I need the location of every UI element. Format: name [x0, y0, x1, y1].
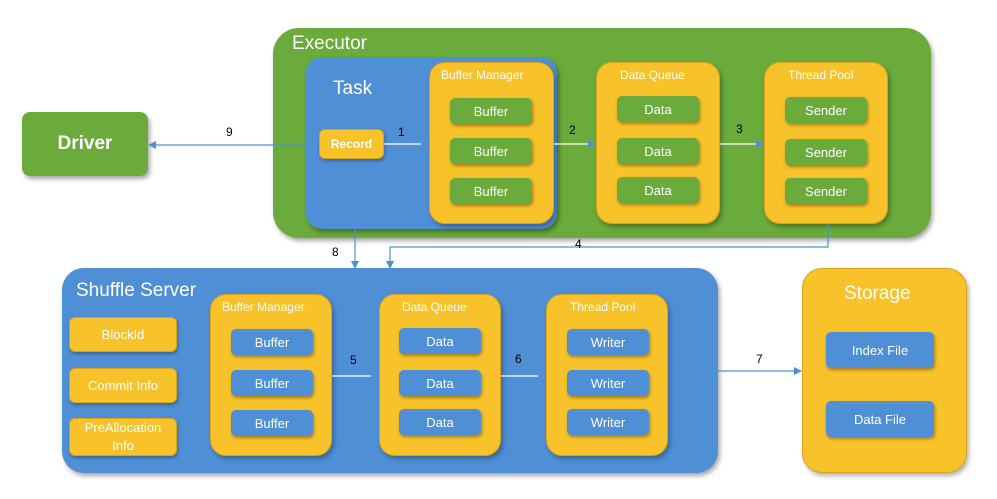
executor-buffer-item: Buffer [450, 98, 532, 124]
index-file-box: Index File [826, 332, 934, 368]
driver-label: Driver [57, 133, 113, 154]
shuffle-buffer-manager-title: Buffer Manager [222, 300, 305, 314]
driver-box: Driver [22, 112, 148, 176]
shuffle-buffer-item: Buffer [231, 410, 313, 436]
executor-data-item: Data [617, 138, 699, 164]
blockid-box: BlockId [69, 317, 177, 352]
shuffle-buffer-item: Buffer [231, 329, 313, 355]
executor-buffer-manager-title: Buffer Manager [441, 68, 524, 82]
arrow-label-1: 1 [398, 125, 405, 139]
shuffle-thread-pool-title: Thread Pool [570, 300, 636, 314]
arrow-label-8: 8 [332, 245, 339, 259]
shuffle-data-item: Data [399, 328, 481, 354]
data-file-box: Data File [826, 401, 934, 437]
task-title: Task [333, 78, 373, 99]
sender-item: Sender [785, 97, 867, 123]
arrow-label-4: 4 [575, 237, 582, 251]
preallocation-info-box: PreAllocation Info [69, 418, 177, 456]
executor-buffer-item: Buffer [450, 138, 532, 164]
writer-item: Writer [567, 409, 649, 435]
sender-item: Sender [785, 139, 867, 165]
executor-buffer-item: Buffer [450, 178, 532, 204]
shuffle-buffer-item: Buffer [231, 370, 313, 396]
arrow-label-9: 9 [226, 125, 233, 139]
arrow-label-2: 2 [569, 123, 576, 137]
executor-data-item: Data [617, 177, 699, 203]
sender-item: Sender [785, 178, 867, 204]
arrow-label-5: 5 [350, 353, 357, 367]
storage-box [802, 268, 967, 473]
arrow-label-7: 7 [756, 352, 763, 366]
storage-title: Storage [844, 283, 911, 304]
shuffle-server-title: Shuffle Server [76, 280, 197, 301]
shuffle-data-item: Data [399, 370, 481, 396]
executor-data-queue-title: Data Queue [620, 68, 685, 82]
executor-data-item: Data [617, 96, 699, 122]
commit-info-box: Commit Info [69, 368, 177, 403]
arrow-label-3: 3 [736, 122, 743, 136]
shuffle-data-queue-title: Data Queue [402, 300, 467, 314]
shuffle-data-item: Data [399, 409, 481, 435]
writer-item: Writer [567, 370, 649, 396]
executor-thread-pool-title: Thread Pool [788, 68, 854, 82]
writer-item: Writer [567, 329, 649, 355]
record-box: Record [319, 129, 384, 159]
executor-title: Executor [292, 33, 367, 54]
record-label: Record [330, 137, 373, 151]
arrow-label-6: 6 [515, 352, 522, 366]
